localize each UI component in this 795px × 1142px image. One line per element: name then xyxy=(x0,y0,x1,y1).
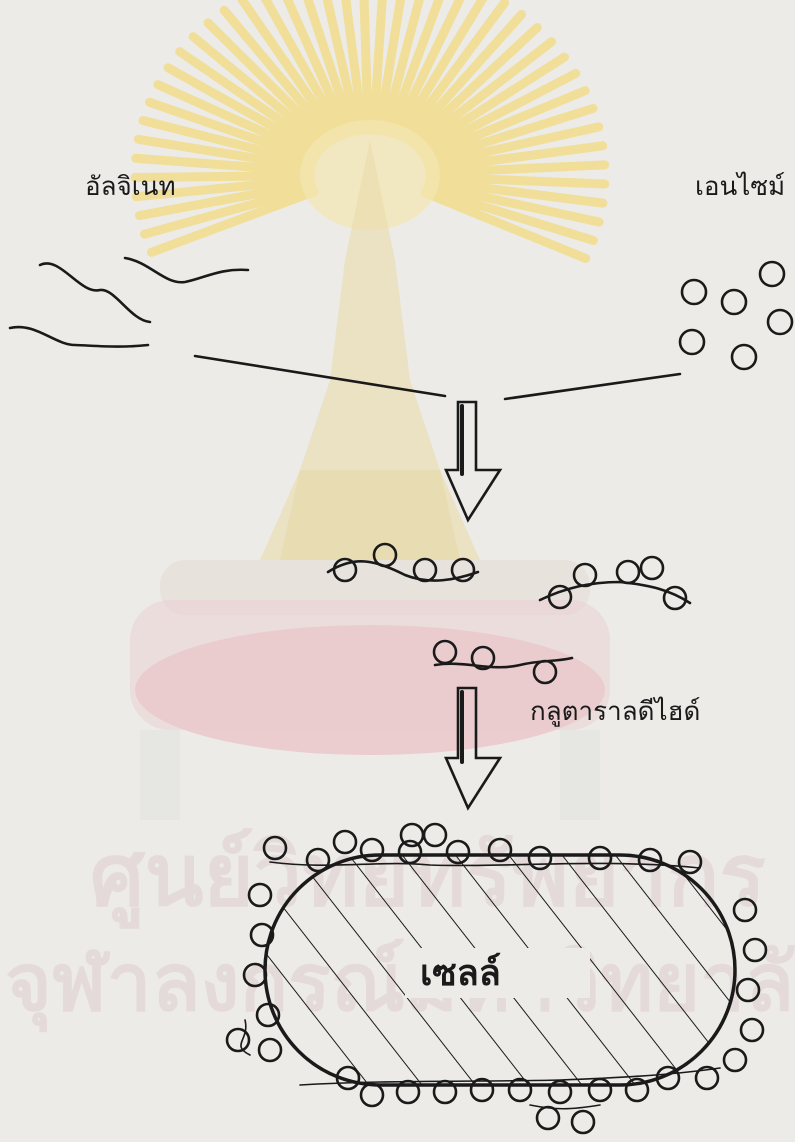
glutaraldehyde-label: กลูตาราลดีไฮด์ xyxy=(530,696,700,727)
enzyme-molecule xyxy=(724,1049,746,1071)
enzyme-molecule xyxy=(259,1039,281,1061)
enzyme-molecule xyxy=(572,1111,594,1133)
enzyme-molecule xyxy=(537,1107,559,1129)
enzyme-molecule xyxy=(361,1084,383,1106)
alginate-chains xyxy=(10,258,248,347)
alginate-strand xyxy=(530,1105,600,1109)
cell-label: เซลล์ xyxy=(420,952,501,994)
enzyme-label: เอนไซม์ xyxy=(695,171,785,202)
enzyme-molecules xyxy=(680,262,792,369)
mix-line-right xyxy=(505,374,680,399)
alginate-label: อัลจิเนท xyxy=(85,172,176,202)
